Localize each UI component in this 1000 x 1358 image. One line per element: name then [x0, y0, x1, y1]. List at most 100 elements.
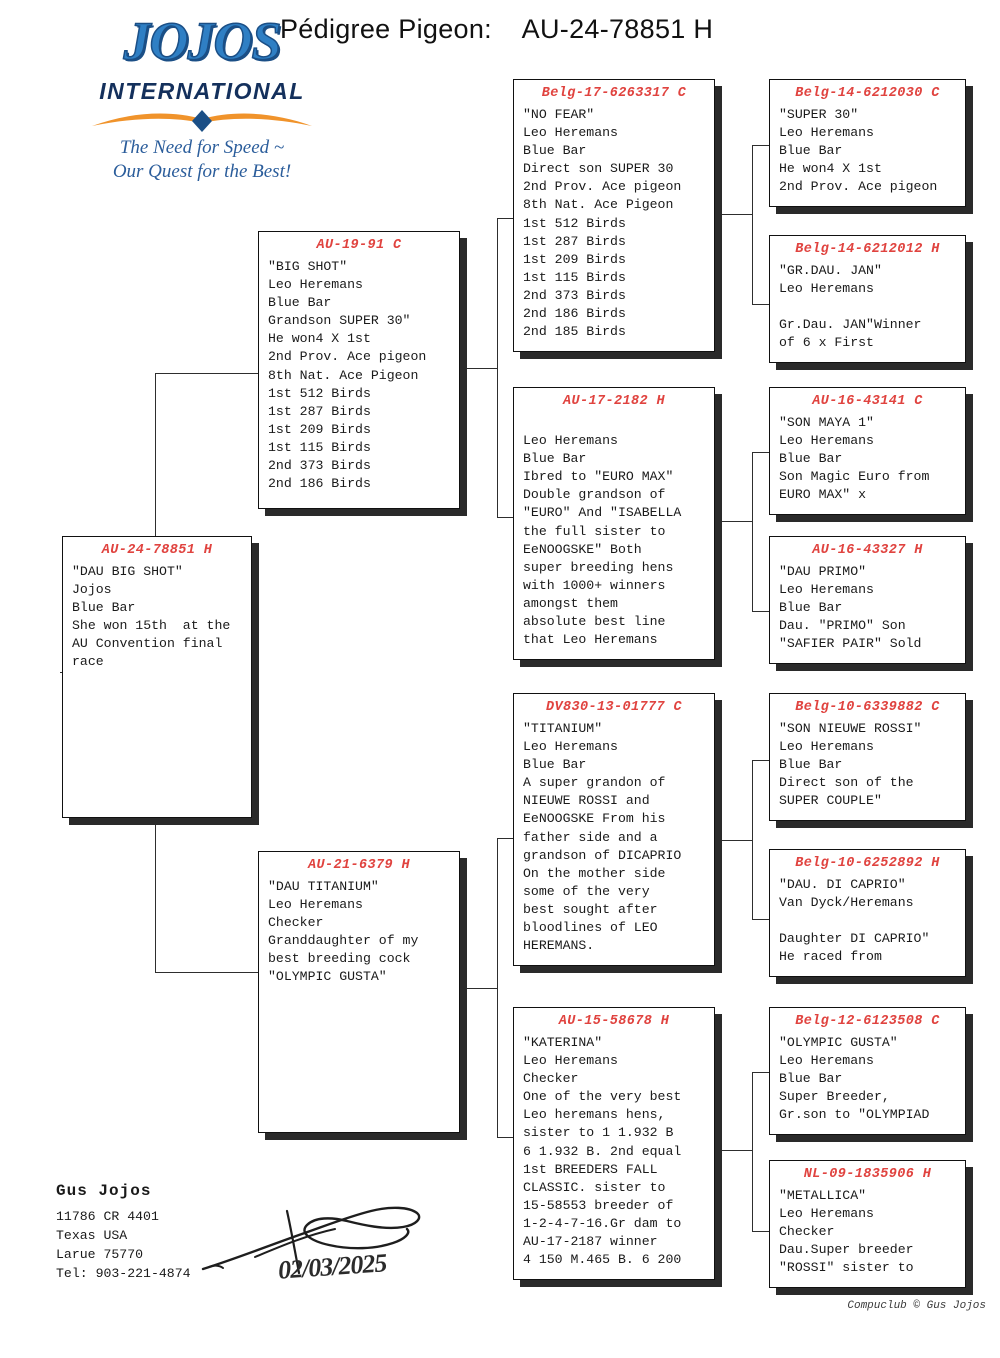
gen3-box-7-band-id: Belg-12-6123508 C: [795, 1014, 940, 1029]
gen3-box-6-band-id: Belg-10-6252892 H: [795, 856, 940, 871]
connector-g2d-g3-vertical: [752, 1072, 754, 1232]
gen2-box-4-band-id: AU-15-58678 H: [558, 1014, 670, 1029]
gen3-box-2[interactable]: Belg-14-6212012 H "GR.DAU. JAN"Leo Herem…: [769, 235, 966, 363]
text-line: 1st 512 Birds: [268, 385, 371, 401]
text-line: 1st 115 Birds: [523, 269, 626, 285]
text-line: bloodlines of LEO: [523, 920, 658, 936]
text-line: "SAFIER PAIR" Sold: [779, 636, 922, 652]
gen1-dam-band-id: AU-21-6379 H: [307, 858, 411, 873]
text-line: Leo Heremans: [523, 125, 618, 141]
connector-dam-gen2-bottom: [497, 1137, 515, 1139]
connector-g2b-g3-bottom: [752, 611, 770, 613]
connector-sire-gen2-bottom: [497, 517, 515, 519]
text-line: 2nd 186 Birds: [268, 476, 371, 492]
jojos-logo: JOJOS INTERNATIONAL The Need for Speed ~…: [72, 8, 332, 188]
text-line: "DAU BIG SHOT": [72, 564, 183, 579]
gen2-box-2-band-id: AU-17-2182 H: [562, 394, 666, 409]
text-line: Blue Bar: [779, 451, 843, 467]
text-line: Checker: [779, 1224, 835, 1240]
text-line: Dau.Super breeder: [779, 1242, 914, 1258]
text-line: Checker: [523, 1071, 579, 1087]
text-line: Texas USA: [56, 1228, 128, 1243]
connector-g2c-g3-top: [752, 760, 770, 762]
text-line: Leo Heremans: [779, 1053, 874, 1069]
text-line: He won4 X 1st: [268, 331, 371, 347]
text-line: Tel: 903-221-4874: [56, 1266, 191, 1281]
text-line: Daughter DI CAPRIO": [779, 931, 930, 947]
text-line: 8th Nat. Ace Pigeon: [523, 197, 674, 213]
text-line: [523, 414, 714, 432]
text-line: [779, 912, 965, 930]
text-line: "SON NIEUWE ROSSI": [779, 721, 922, 736]
connector-subject-gen1-bottom: [155, 972, 260, 974]
text-line: sister to 1 1.932 B: [523, 1125, 674, 1141]
text-line: 1st 115 Birds: [268, 439, 371, 455]
gen1-sire-band-id: AU-19-91 C: [316, 238, 402, 253]
text-line: "DAU. DI CAPRIO": [779, 877, 906, 892]
gen3-box-4-band-id: AU-16-43327 H: [812, 543, 923, 558]
connector-g2a-g3-bottom: [752, 304, 770, 306]
text-line: Larue 75770: [56, 1247, 144, 1262]
text-line: He won4 X 1st: [779, 161, 882, 177]
text-line: some of the very: [523, 883, 650, 899]
text-line: 15-58553 breeder of: [523, 1197, 674, 1213]
text-line: "BIG SHOT": [268, 259, 348, 274]
gen3-box-7[interactable]: Belg-12-6123508 C "OLYMPIC GUSTA"Leo Her…: [769, 1007, 966, 1135]
connector-g2d-g3-top: [752, 1072, 770, 1074]
text-line: Leo Heremans: [523, 739, 618, 755]
text-line: 1st 209 Birds: [268, 421, 371, 437]
text-line: absolute best line: [523, 614, 666, 630]
page-title: Pédigree Pigeon: AU-24-78851 H: [280, 14, 714, 44]
gen3-box-5[interactable]: Belg-10-6339882 C "SON NIEUWE ROSSI"Leo …: [769, 693, 966, 821]
text-line: NIEUWE ROSSI and: [523, 793, 650, 809]
text-line: Blue Bar: [523, 451, 587, 467]
text-line: She won 15th at the: [72, 618, 231, 634]
text-line: Gr.son to "OLYMPIAD: [779, 1107, 930, 1123]
text-line: Blue Bar: [779, 600, 843, 616]
gen3-box-1[interactable]: Belg-14-6212030 C "SUPER 30"Leo Heremans…: [769, 79, 966, 207]
text-line: 2nd 373 Birds: [268, 458, 371, 474]
gen3-box-6[interactable]: Belg-10-6252892 H "DAU. DI CAPRIO" Van Dy…: [769, 849, 966, 977]
connector-sire-stem: [462, 368, 498, 370]
text-line: Ibred to "EURO MAX": [523, 469, 674, 485]
connector-g2c-stem: [718, 840, 753, 842]
text-line: SUPER COUPLE": [779, 793, 882, 809]
text-line: Van Dyck/Heremans: [779, 895, 914, 911]
text-line: 2nd Prov. Ace pigeon: [268, 349, 427, 365]
text-line: Blue Bar: [268, 295, 332, 311]
text-line: that Leo Heremans: [523, 632, 658, 648]
text-line: Leo Heremans: [523, 433, 618, 449]
text-line: "SUPER 30": [779, 107, 859, 122]
text-line: 1st 287 Birds: [268, 403, 371, 419]
text-line: 1st 209 Birds: [523, 251, 626, 267]
connector-sire-gen2-top: [497, 218, 515, 220]
text-line: 2nd Prov. Ace pigeon: [779, 179, 938, 195]
text-line: "KATERINA": [523, 1035, 603, 1050]
text-line: Blue Bar: [523, 143, 587, 159]
connector-g2a-g3-vertical: [752, 145, 754, 305]
logo-tagline-line2: Our Quest for the Best!: [112, 160, 292, 182]
logo-wordmark: JOJOS: [123, 11, 283, 71]
text-line: EURO MAX" x: [779, 487, 867, 503]
text-line: 1st BREEDERS FALL: [523, 1161, 658, 1177]
text-line: Blue Bar: [779, 1071, 843, 1087]
